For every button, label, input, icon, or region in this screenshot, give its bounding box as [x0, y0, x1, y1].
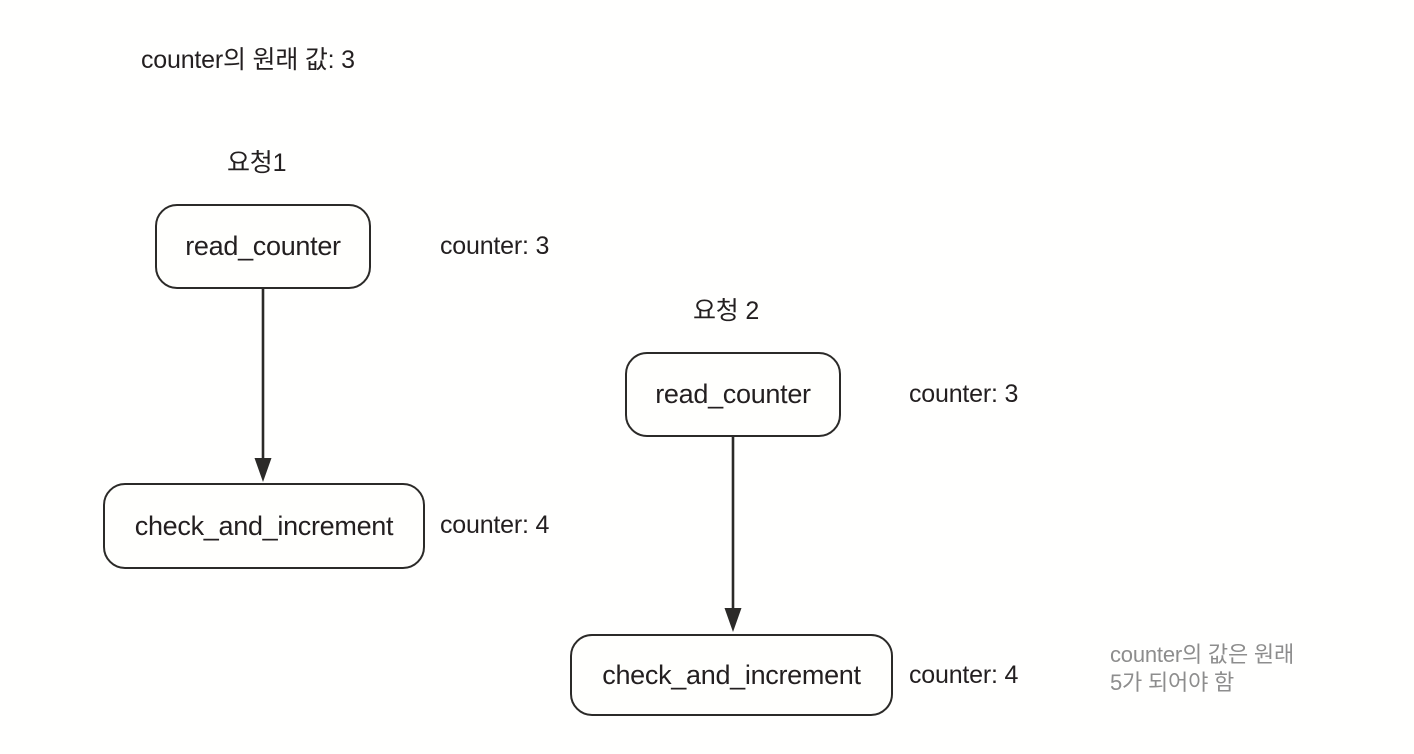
node-label: read_counter — [185, 231, 341, 261]
node-check-and-increment-2[interactable]: check_and_increment — [570, 634, 893, 716]
node-check-and-increment-1[interactable]: check_and_increment — [103, 483, 425, 569]
counter-value-1-1: counter: 3 — [440, 232, 550, 260]
node-label: check_and_increment — [134, 510, 394, 541]
counter-value-1-2: counter: 4 — [440, 511, 550, 539]
request-label-1: 요청1 — [227, 149, 287, 177]
flow-arrow-2 — [718, 436, 748, 634]
diagram-title: counter의 원래 값: 3 — [141, 46, 355, 74]
node-label: check_and_increment — [602, 659, 861, 690]
expected-value-note: counter의 값은 원래 5가 되어야 함 — [1110, 642, 1295, 696]
node-label: read_counter — [655, 379, 811, 409]
counter-value-2-1: counter: 3 — [909, 380, 1019, 408]
node-read-counter-2[interactable]: read_counter — [625, 352, 841, 437]
counter-value-2-2: counter: 4 — [909, 661, 1019, 689]
request-label-2: 요청 2 — [693, 297, 760, 325]
node-read-counter-1[interactable]: read_counter — [155, 204, 371, 289]
flow-arrow-1 — [248, 288, 278, 484]
